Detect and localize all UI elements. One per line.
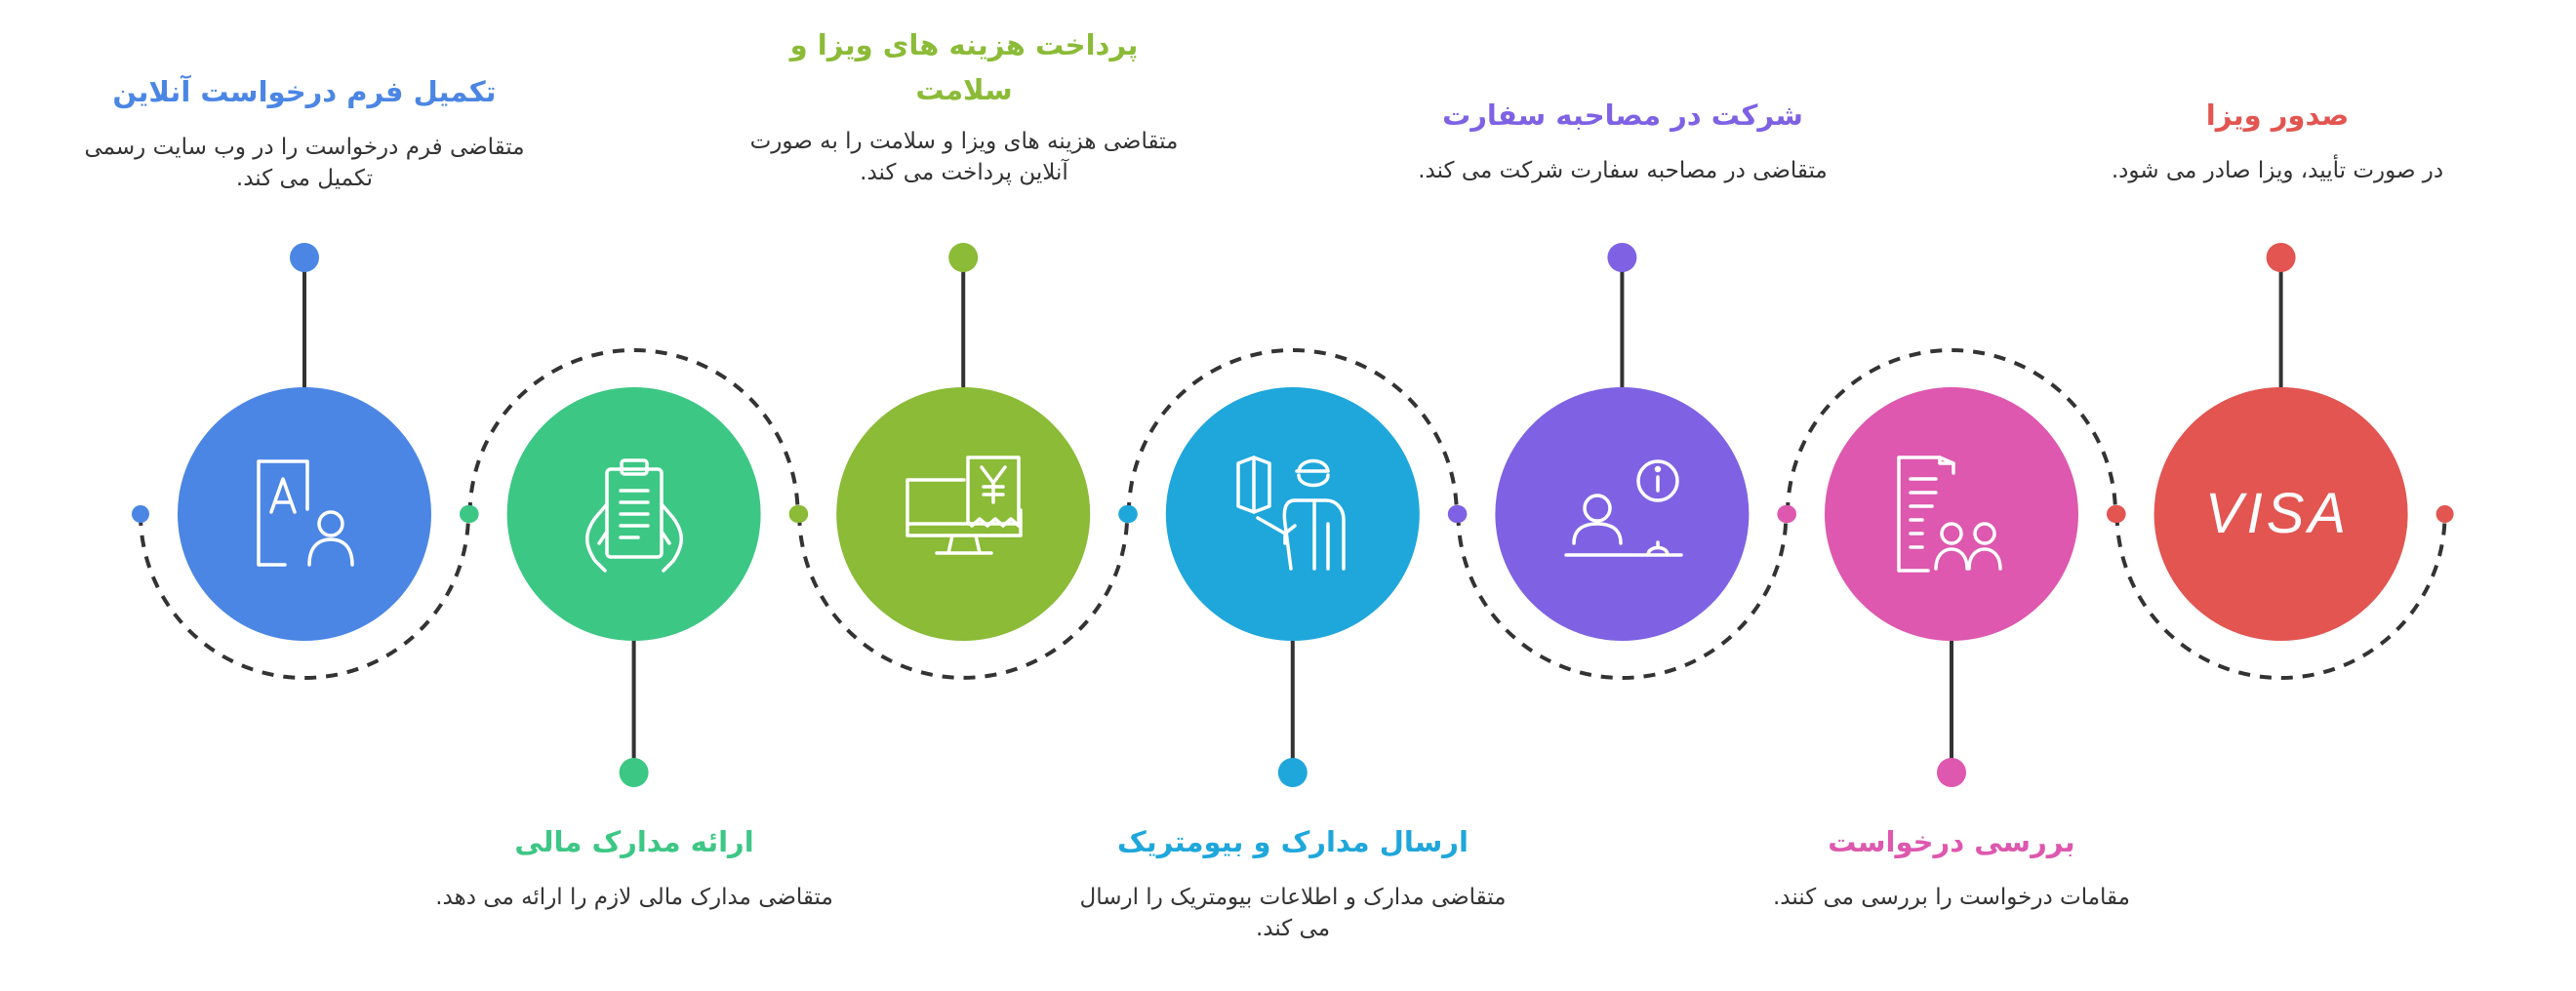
arc-end-dot — [132, 505, 149, 523]
connector-arc — [1456, 513, 1789, 680]
step-description: متقاضی در مصاحبه سفارت شرکت می کند. — [1418, 158, 1828, 183]
step-description: متقاضی مدارک و اطلاعات بیومتریک را ارسال… — [1079, 885, 1507, 941]
step-label-4: ارسال مدارک و بیومتریک متقاضی مدارک و اط… — [1068, 819, 1517, 944]
connector-arc — [2114, 513, 2447, 680]
step-circle-6 — [1825, 387, 2078, 641]
computer-payment-icon — [906, 456, 1023, 555]
step-circle-4 — [1165, 387, 1420, 641]
connector-arc — [797, 513, 1130, 680]
step-label-7: صدور ویزا در صورت تأیید، ویزا صادر می شو… — [2053, 93, 2502, 186]
arc-end-dot — [1779, 505, 1796, 523]
step-label-1: تکمیل فرم درخواست آنلاین متقاضی فرم درخو… — [80, 69, 529, 194]
step-circles — [178, 387, 2408, 641]
stem-dot — [1937, 758, 1966, 787]
arc-end-dot — [790, 505, 809, 523]
connector-arcs — [132, 348, 2454, 680]
document-people-icon — [1897, 456, 2002, 573]
stem-dot — [290, 243, 319, 272]
step-label-3: پرداخت هزینه های ویزا و سلامت متقاضی هزی… — [740, 22, 1188, 188]
officer-document-icon — [1236, 456, 1346, 571]
step-title: پرداخت هزینه های ویزا و سلامت — [789, 28, 1139, 106]
step-description: مقامات درخواست را بررسی می کنند. — [1772, 885, 2131, 910]
step-description: متقاضی فرم درخواست را در وب سایت رسمی تک… — [84, 135, 525, 191]
arc-end-dot — [461, 505, 479, 523]
step-circle-3 — [836, 387, 1091, 641]
step-description: متقاضی مدارک مالی لازم را ارائه می دهد. — [435, 885, 833, 910]
step-title: تکمیل فرم درخواست آنلاین — [112, 75, 497, 108]
step-description: در صورت تأیید، ویزا صادر می شود. — [2111, 158, 2444, 183]
step-circle-7 — [2153, 387, 2408, 641]
stem-dot — [2266, 243, 2296, 272]
step-circle-5 — [1495, 387, 1750, 641]
connector-stems — [290, 243, 2296, 787]
stem-dot — [619, 758, 649, 787]
clipboard-hands-icon — [585, 458, 683, 573]
stem-dot — [948, 243, 979, 272]
connector-arc — [1786, 348, 2117, 515]
step-label-5: شرکت در مصاحبه سفارت متقاضی در مصاحبه سف… — [1398, 93, 1847, 186]
arc-end-dot — [2435, 505, 2454, 523]
step-label-6: بررسی درخواست مقامات درخواست را بررسی می… — [1727, 819, 2176, 913]
step-circle-1 — [178, 387, 431, 641]
connector-arc — [1126, 348, 1459, 515]
step-title: ارائه مدارک مالی — [514, 825, 754, 858]
step-label-2: ارائه مدارک مالی متقاضی مدارک مالی لازم … — [410, 819, 859, 913]
connector-arc — [467, 348, 800, 515]
step-description: متقاضی هزینه های ویزا و سلامت را به صورت… — [749, 129, 1179, 185]
arc-end-dot — [2108, 505, 2126, 523]
step-title: بررسی درخواست — [1828, 825, 2075, 858]
arc-end-dot — [1449, 505, 1468, 523]
visa-text-icon: VISA — [2205, 482, 2350, 545]
interview-desk-icon — [1564, 459, 1683, 557]
arc-end-dot — [1119, 505, 1138, 523]
step-title: شرکت در مصاحبه سفارت — [1442, 99, 1803, 132]
stem-dot — [1277, 758, 1308, 787]
form-user-icon — [257, 459, 354, 567]
stem-dot — [1607, 243, 1637, 272]
step-title: ارسال مدارک و بیومتریک — [1117, 825, 1469, 858]
step-title: صدور ویزا — [2205, 99, 2350, 132]
connector-arc — [139, 513, 470, 680]
